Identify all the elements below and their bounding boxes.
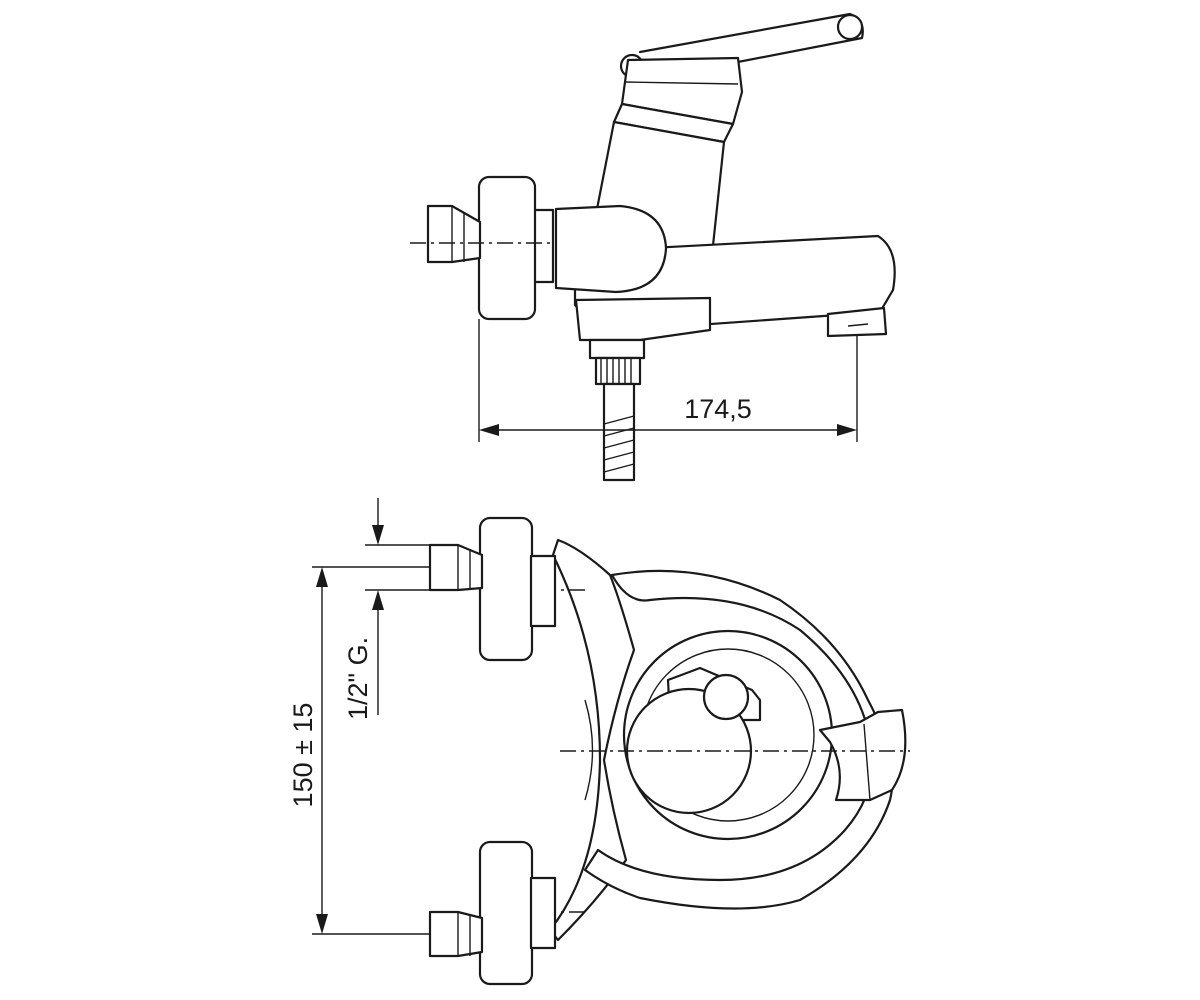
front-view: 1/2" G. 150 ± 15 [288, 498, 910, 986]
body-hub [554, 204, 668, 294]
aerator [826, 306, 888, 338]
dimension-label-length: 174,5 [684, 394, 752, 424]
rear-disc [583, 569, 894, 910]
dimension-label-thread: 1/2" G. [343, 637, 373, 720]
handle-pin [702, 673, 750, 721]
dimension-inlet-spacing: 150 ± 15 [288, 566, 430, 935]
eccentric-connector [426, 204, 482, 264]
dimension-label-spacing: 150 ± 15 [288, 703, 318, 808]
body-left-crescent [548, 538, 636, 942]
diverter-knob [818, 708, 907, 802]
side-view: 174,5 [410, 12, 896, 482]
lever-handle [612, 12, 864, 144]
hose-connector [588, 338, 646, 482]
lower-inlet [428, 840, 557, 986]
upper-inlet [428, 516, 557, 662]
dimension-overall-length: 174,5 [478, 319, 858, 442]
wall-flange [477, 175, 537, 321]
dimension-thread-size: 1/2" G. [343, 498, 432, 720]
diverter-housing [574, 296, 712, 342]
